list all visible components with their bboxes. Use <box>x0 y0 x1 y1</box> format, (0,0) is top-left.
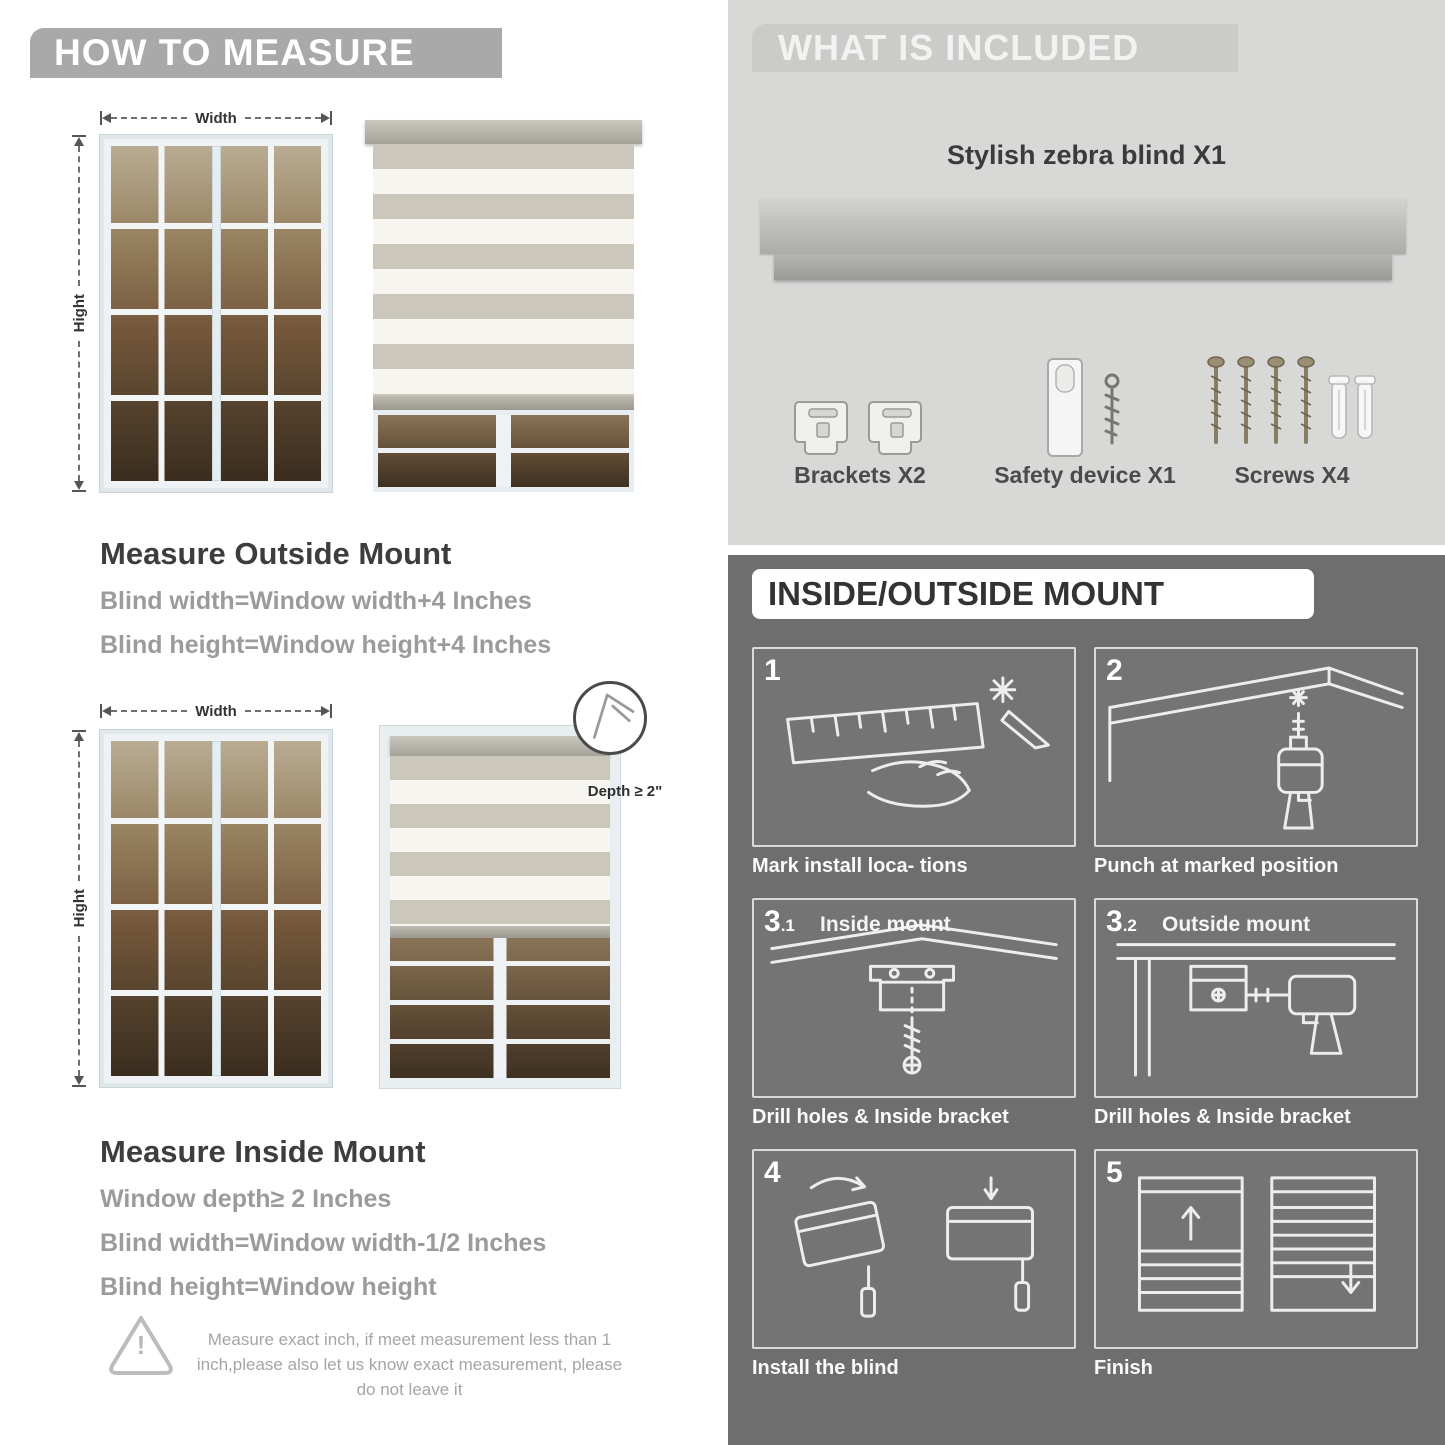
screws-item <box>1202 325 1382 460</box>
step-number: 3.1 <box>764 905 795 938</box>
step-2-panel: 2 <box>1094 647 1418 847</box>
inside-rule-depth: Window depth≥ 2 Inches <box>100 1185 392 1213</box>
step-1-caption: Mark install loca- tions <box>752 855 968 877</box>
brackets-icon <box>770 325 950 460</box>
outside-rule-height: Blind height=Window height+4 Inches <box>100 631 552 659</box>
outside-mount-title: Measure Outside Mount <box>100 535 452 571</box>
step-3-2-caption: Drill holes & Inside bracket <box>1094 1106 1351 1128</box>
what-is-included-header: WHAT IS INCLUDED <box>752 24 1238 72</box>
blind-stripes <box>373 144 634 396</box>
step-3-2-panel: 3.2 Outside mount <box>1094 898 1418 1098</box>
blind-headrail <box>390 736 610 756</box>
window-panes <box>111 146 212 481</box>
window-panes <box>220 146 321 481</box>
outside-bracket-illustration <box>1116 943 1396 1077</box>
warning-exclamation: ! <box>136 1330 146 1360</box>
inside-mount-label: Inside mount <box>820 913 951 936</box>
inside-rule-height: Blind height=Window height <box>100 1273 437 1301</box>
window-panes <box>220 741 321 1076</box>
step-number: 5 <box>1106 1156 1123 1189</box>
zebra-blind-outside-illustration <box>365 120 642 492</box>
safety-device-label: Safety device X1 <box>994 462 1176 488</box>
step-3-1: 3.1 Inside mount Drill holes & Inside br… <box>752 898 1076 1129</box>
included-blind-label: Stylish zebra blind X1 <box>946 140 1227 170</box>
window-behind-blind <box>390 938 610 1078</box>
mount-steps-grid: 1 Mark install loca- tions <box>752 647 1418 1380</box>
step-1-panel: 1 <box>752 647 1076 847</box>
zebra-blind-product-image <box>760 198 1406 280</box>
warning-text: Measure exact inch, if meet measurement … <box>196 1330 623 1399</box>
window-photo <box>100 135 332 492</box>
window-corner-zoom-icon <box>593 693 635 739</box>
step-number: 1 <box>764 654 781 687</box>
height-arrow: Hight <box>70 135 88 493</box>
outside-mount-figure: Width Hight <box>55 100 665 500</box>
height-label: Hight <box>70 889 88 928</box>
window-center-bar <box>211 146 221 481</box>
screws-label: Screws X4 <box>1234 462 1350 488</box>
height-label: Hight <box>70 294 88 333</box>
step-2-caption: Punch at marked position <box>1094 855 1339 877</box>
step-3-1-panel: 3.1 Inside mount <box>752 898 1076 1098</box>
install-blind-illustration <box>794 1176 1034 1318</box>
step-number: 4 <box>764 1156 781 1189</box>
safety-device-icon <box>995 325 1175 460</box>
how-to-measure-header: HOW TO MEASURE <box>30 28 502 78</box>
blind-bottom-bar <box>373 396 634 410</box>
width-label: Width <box>195 702 237 720</box>
width-label: Width <box>195 109 237 127</box>
step-2: 2 Punch at marked position <box>1094 647 1418 878</box>
measurement-warning: ! Measure exact inch, if meet measuremen… <box>105 1310 645 1419</box>
blind-headrail <box>365 120 642 144</box>
mark-location-illustration <box>786 676 1050 808</box>
width-arrow: Width <box>100 702 333 720</box>
outside-mount-label: Outside mount <box>1162 913 1311 936</box>
warning-triangle-icon: ! <box>105 1310 177 1380</box>
inside-bracket-illustration <box>770 923 1058 1075</box>
outside-rule-width: Blind width=Window width+4 Inches <box>100 587 532 615</box>
depth-detail-circle <box>573 681 647 755</box>
finish-illustration <box>1137 1176 1376 1312</box>
step-number: 2 <box>1106 654 1123 687</box>
brackets-item <box>770 325 950 460</box>
step-4: 4 Install the blind <box>752 1149 1076 1380</box>
inside-mount-figure: Width Hight Depth ≥ 2" <box>55 681 675 1098</box>
step-4-panel: 4 <box>752 1149 1076 1349</box>
zebra-blind-inside-illustration <box>380 726 620 1088</box>
step-4-caption: Install the blind <box>752 1357 899 1379</box>
inside-mount-title: Measure Inside Mount <box>100 1133 426 1169</box>
width-arrow: Width <box>100 109 333 127</box>
blind-bottom-bar <box>390 926 610 938</box>
mount-instructions-section: INSIDE/OUTSIDE MOUNT 1 Mark install loca… <box>728 555 1445 1445</box>
step-5: 5 Finish <box>1094 1149 1418 1380</box>
mount-section-header: INSIDE/OUTSIDE MOUNT <box>752 569 1314 619</box>
depth-requirement-label: Depth ≥ 2" <box>587 783 663 800</box>
step-number: 3.2 <box>1106 905 1137 938</box>
inside-rule-width: Blind width=Window width-1/2 Inches <box>100 1229 547 1257</box>
window-behind-blind <box>373 410 634 492</box>
window-panes <box>111 741 212 1076</box>
brackets-label: Brackets X2 <box>794 462 926 488</box>
screws-icon <box>1202 325 1382 460</box>
blind-stripes <box>390 756 610 926</box>
step-3-1-caption: Drill holes & Inside bracket <box>752 1106 1009 1128</box>
drill-ceiling-illustration <box>1108 666 1404 830</box>
what-is-included-section: WHAT IS INCLUDED Stylish zebra blind X1 <box>728 0 1445 545</box>
window-photo <box>100 730 332 1087</box>
step-1: 1 Mark install loca- tions <box>752 647 1076 878</box>
safety-device-item <box>995 325 1175 460</box>
step-5-caption: Finish <box>1094 1357 1153 1379</box>
window-center-bar <box>211 741 221 1076</box>
step-5-panel: 5 <box>1094 1149 1418 1349</box>
height-arrow: Hight <box>70 730 88 1088</box>
step-3-2: 3.2 Outside mount Drill holes & Inside b… <box>1094 898 1418 1129</box>
